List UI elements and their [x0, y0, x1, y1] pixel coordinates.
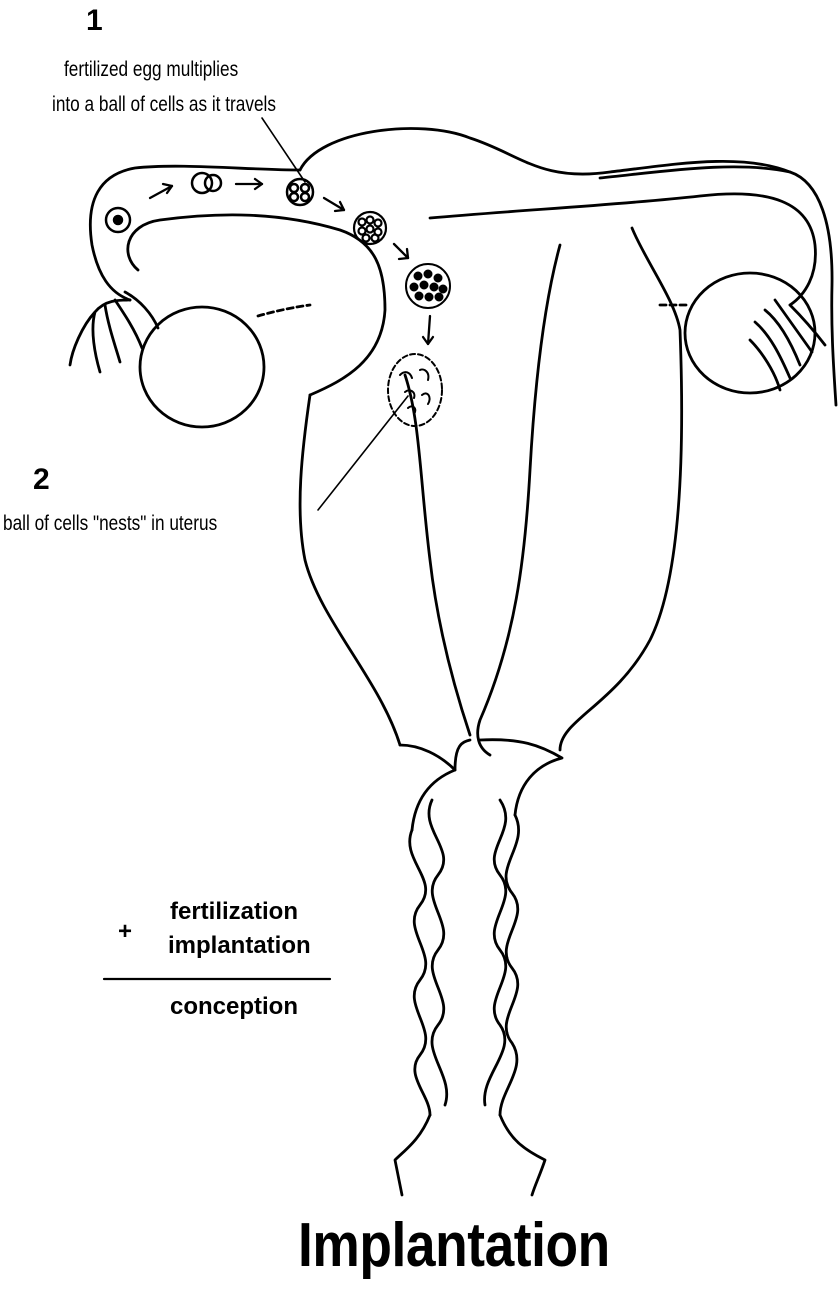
travel-arrows: [150, 179, 433, 344]
step-2-caption: ball of cells "nests" in uterus: [3, 512, 217, 536]
step-1-number: 1: [86, 4, 103, 38]
leader-line-step1: [262, 118, 305, 182]
cervix-left: [400, 740, 470, 770]
equation-term-implantation: implantation: [168, 932, 311, 960]
cell-stage-blastocyst: [406, 264, 450, 308]
equation-result-conception: conception: [170, 993, 298, 1021]
vaginal-opening-right: [500, 1115, 545, 1195]
leader-line-step2: [318, 396, 408, 510]
left-fallopian-tube-inner: [128, 215, 385, 395]
vagina-left-inner: [429, 800, 447, 1105]
cell-stage-zygote: [106, 208, 130, 232]
vagina-right-outer: [500, 815, 519, 1115]
diagram-title: Implantation: [298, 1210, 610, 1281]
right-fallopian-tube-inner: [430, 194, 815, 305]
step-1-caption-line2: into a ball of cells as it travels: [52, 93, 276, 117]
cervix-right: [480, 740, 562, 815]
uterine-cavity-left: [405, 375, 470, 735]
left-fallopian-tube-outer: [90, 166, 300, 300]
vagina-right-inner: [485, 800, 506, 1105]
equation-term-fertilization: fertilization: [170, 898, 298, 926]
uterus-left-wall: [300, 395, 400, 745]
cell-stage-two-cell: [192, 173, 221, 193]
left-fimbriae: [70, 292, 158, 372]
cell-stage-four-cell: [287, 179, 313, 205]
right-ovary: [685, 273, 815, 393]
left-ovarian-ligament: [258, 305, 310, 316]
vaginal-opening-left: [395, 1115, 430, 1195]
cell-stage-morula: [354, 212, 386, 244]
cervix-left-neck: [412, 770, 455, 830]
left-ovary: [140, 307, 264, 427]
equation-plus-sign: +: [118, 918, 132, 946]
uterine-cavity-right: [478, 245, 560, 755]
vagina-left-outer: [410, 830, 430, 1115]
step-2-number: 2: [33, 463, 50, 497]
step-1-caption-line1: fertilized egg multiplies: [64, 58, 238, 82]
